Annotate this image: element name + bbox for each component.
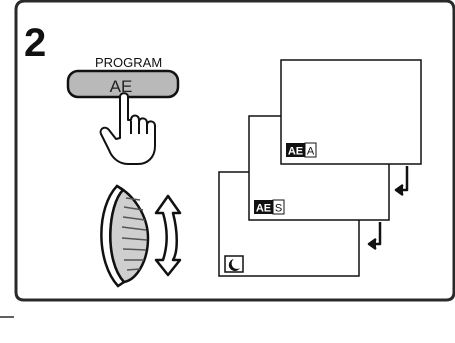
screen1-suffix: A (307, 146, 315, 158)
screen1-suffix-box (304, 142, 317, 158)
pointing-hand-icon (99, 92, 156, 165)
double-arrow-icon (154, 194, 182, 277)
screen2-badge-bg (254, 200, 273, 214)
screen1-badge: AE (288, 146, 303, 158)
screen1-badge-bg (286, 143, 305, 157)
screen2-suffix: S (275, 203, 282, 215)
step-arrow-icon (367, 166, 409, 251)
screen2-suffix-box (272, 199, 285, 215)
crescent-moon-icon (228, 259, 240, 271)
screen3-icon-box (224, 255, 244, 273)
screen2-badge: AE (256, 203, 271, 215)
button-caption: PROGRAM (95, 55, 162, 70)
step-number: 2 (24, 21, 46, 65)
jog-dial-icon (100, 184, 150, 288)
button-label: AE (110, 77, 133, 96)
